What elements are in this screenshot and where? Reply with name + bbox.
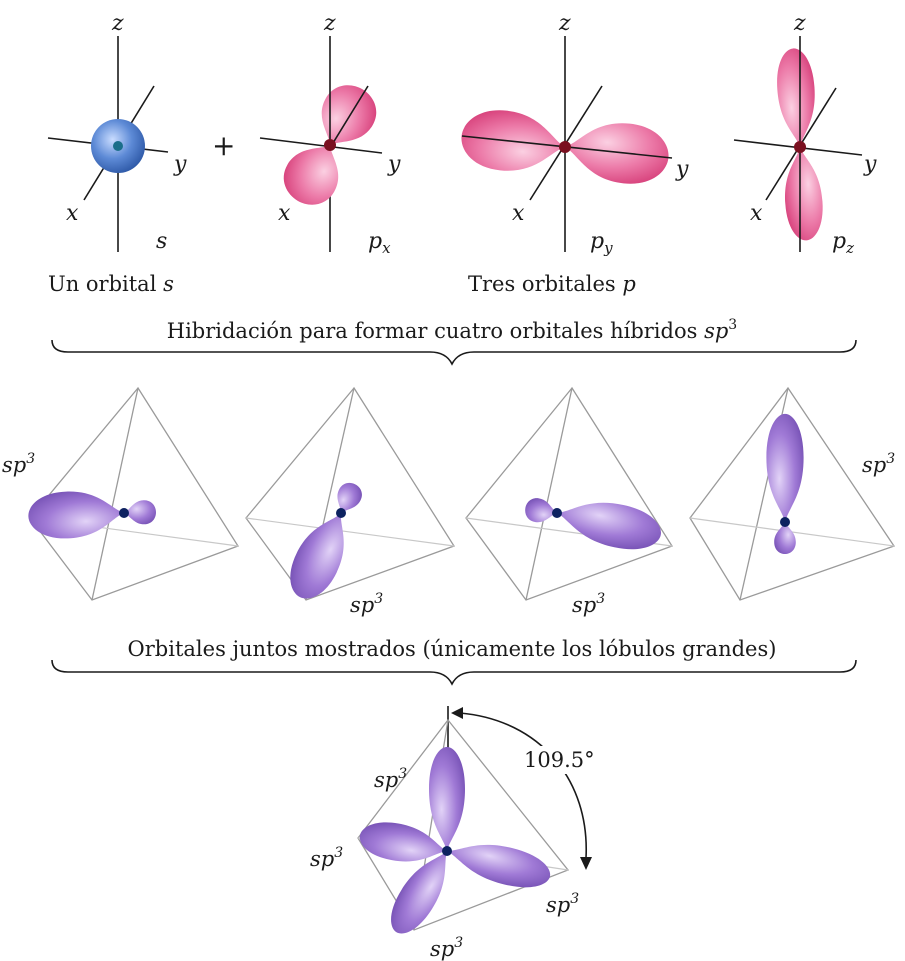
tetrahedron-outline [466, 388, 672, 600]
caption-three-p-orbitals: Tres orbitales p [468, 272, 636, 296]
nucleus-dot [552, 508, 562, 518]
x-axis-label: x [278, 201, 291, 226]
brace-top [52, 340, 856, 364]
combined-lobe-right [443, 833, 555, 895]
z-axis-label: z [111, 11, 124, 36]
pz-lobe-bottom [781, 146, 825, 242]
py-orbital-group: z y x py [458, 11, 689, 257]
px-orbital-group: z y x px [260, 11, 401, 257]
sp3-hybrid-1: sp3 [2, 388, 238, 600]
sp3-hybrid-4: sp3 [690, 388, 895, 600]
bond-angle-label: 109.5° [524, 748, 595, 772]
nucleus-dot [113, 141, 123, 151]
combined-sp3-group: 109.5° sp3 sp3 sp3 sp3 [310, 706, 616, 961]
x-axis-label: x [750, 201, 763, 226]
px-label: px [368, 229, 391, 257]
nucleus-dot [559, 141, 571, 153]
combined-caption: Orbitales juntos mostrados (únicamente l… [128, 637, 777, 661]
combined-lobe-up [429, 747, 465, 851]
sp3-label: sp3 [862, 451, 895, 477]
sp3-label-right: sp3 [546, 891, 579, 917]
z-axis-label: z [323, 11, 336, 36]
z-axis-label: z [558, 11, 571, 36]
sp3-label: sp3 [350, 591, 383, 617]
x-axis-label: x [512, 201, 525, 226]
sp3-hybrid-3: sp3 [466, 388, 672, 617]
y-axis-label: y [675, 157, 689, 182]
hybrid-large-lobe [553, 492, 666, 556]
sp3-label-top: sp3 [374, 766, 407, 792]
s-label: s [156, 229, 167, 254]
nucleus-dot [442, 846, 452, 856]
y-axis-label: y [387, 152, 401, 177]
pz-label: pz [832, 229, 854, 257]
hybrid-small-lobe [330, 479, 366, 518]
hybrid-large-lobe [280, 503, 361, 607]
nucleus-dot [794, 141, 806, 153]
sp3-label-bottom: sp3 [430, 935, 463, 961]
s-orbital-group: z y x s [48, 11, 187, 254]
hybridization-caption: Hibridación para formar cuatro orbitales… [167, 317, 737, 343]
py-label: py [590, 229, 613, 257]
arrowhead-top [451, 707, 463, 719]
nucleus-dot [324, 139, 336, 151]
nucleus-dot [119, 508, 129, 518]
nucleus-dot [780, 517, 790, 527]
nucleus-dot [336, 508, 346, 518]
sp3-label: sp3 [572, 591, 605, 617]
sp3-hybrid-2: sp3 [246, 388, 454, 617]
sp3-label-left: sp3 [310, 845, 343, 871]
arrowhead-bottom [580, 857, 592, 870]
caption-one-s-orbital: Un orbital s [48, 272, 174, 296]
hybrid-large-lobe [28, 490, 125, 540]
y-axis-label: y [173, 152, 187, 177]
pz-lobe-top [775, 47, 819, 148]
hybrid-large-lobe [766, 414, 803, 522]
y-axis-label: y [863, 152, 877, 177]
x-axis-label: x [66, 201, 79, 226]
z-axis-label: z [793, 11, 806, 36]
px-lobe-back [307, 76, 386, 159]
plus-sign: + [212, 129, 235, 162]
angle-arc [460, 713, 586, 858]
brace-bottom [52, 660, 856, 684]
sp3-label: sp3 [2, 451, 35, 477]
pz-orbital-group: z y x pz [734, 11, 877, 257]
